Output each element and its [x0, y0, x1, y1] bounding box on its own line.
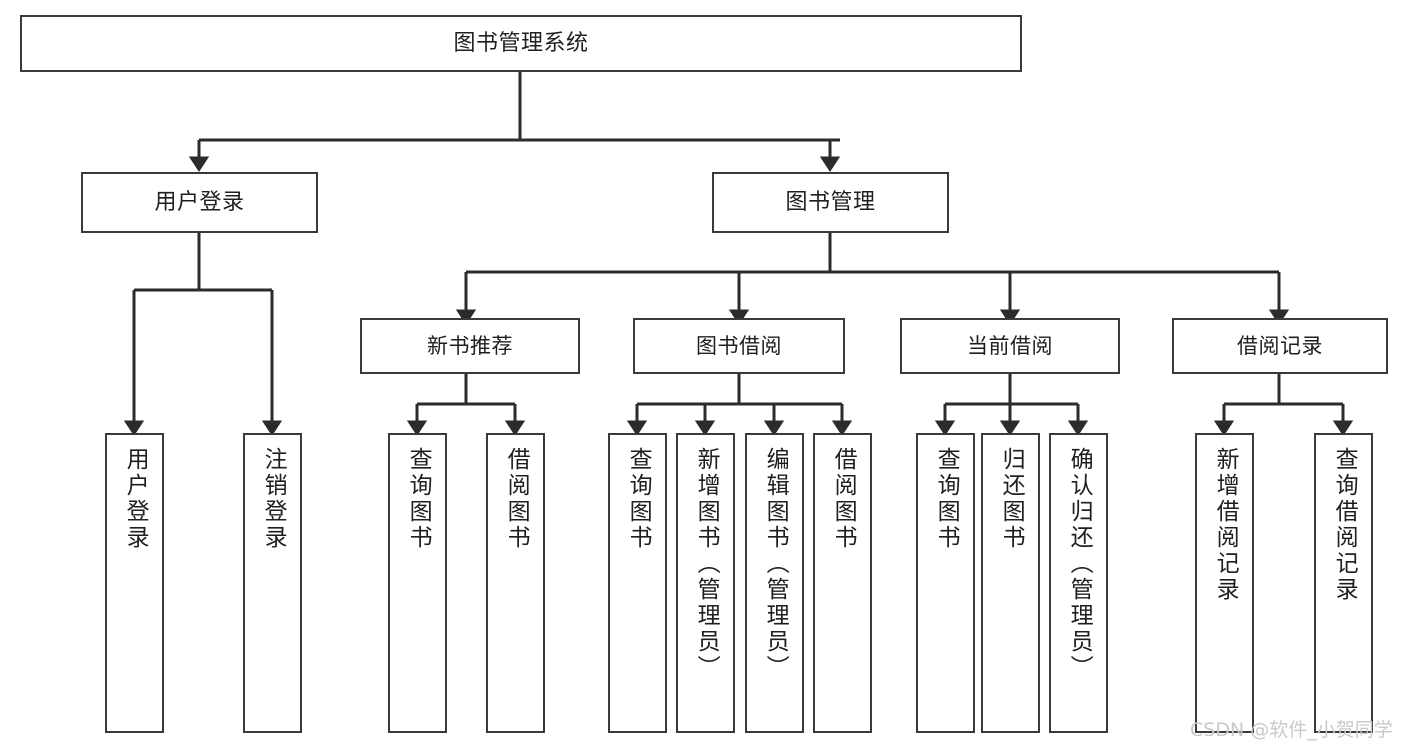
node-label: 借阅记录	[1237, 333, 1323, 358]
node-label: 查询图书	[933, 447, 960, 551]
node-label: 查询图书	[625, 447, 652, 551]
node-leaf-return-book[interactable]: 归还图书	[981, 433, 1040, 733]
node-label: 查询图书	[405, 447, 432, 551]
node-label: 用户登录	[122, 447, 149, 551]
node-borrow-record[interactable]: 借阅记录	[1172, 318, 1388, 374]
node-leaf-query-book-recommend[interactable]: 查询图书	[388, 433, 447, 733]
node-current-borrow[interactable]: 当前借阅	[900, 318, 1120, 374]
node-label: 图书管理系统	[453, 30, 589, 56]
node-leaf-user-login[interactable]: 用户登录	[105, 433, 164, 733]
node-book-management[interactable]: 图书管理	[712, 172, 949, 233]
node-leaf-borrow-book[interactable]: 借阅图书	[813, 433, 872, 733]
node-leaf-add-borrow-record[interactable]: 新增借阅记录	[1195, 433, 1254, 733]
node-leaf-add-book[interactable]: 新增图书（管理员）	[676, 433, 735, 733]
node-label: 确认归还（管理员）	[1066, 447, 1093, 681]
node-label: 新增借阅记录	[1212, 447, 1239, 603]
node-root-book-management-system[interactable]: 图书管理系统	[20, 15, 1022, 72]
csdn-watermark: CSDN @软件_小贺同学	[1190, 719, 1393, 741]
node-leaf-borrow-book-recommend[interactable]: 借阅图书	[486, 433, 545, 733]
node-leaf-query-borrow-record[interactable]: 查询借阅记录	[1314, 433, 1373, 733]
node-label: 借阅图书	[503, 447, 530, 551]
node-label: 用户登录	[154, 189, 245, 215]
node-book-borrow[interactable]: 图书借阅	[633, 318, 845, 374]
node-label: 编辑图书（管理员）	[762, 447, 789, 681]
node-label: 查询借阅记录	[1331, 447, 1358, 603]
node-leaf-edit-book[interactable]: 编辑图书（管理员）	[745, 433, 804, 733]
node-label: 新增图书（管理员）	[693, 447, 720, 681]
node-leaf-query-book-borrow[interactable]: 查询图书	[608, 433, 667, 733]
node-label: 归还图书	[998, 447, 1025, 551]
node-label: 注销登录	[260, 447, 287, 551]
node-label: 借阅图书	[830, 447, 857, 551]
node-leaf-logout-login[interactable]: 注销登录	[243, 433, 302, 733]
node-label: 新书推荐	[427, 333, 513, 358]
node-new-book-recommend[interactable]: 新书推荐	[360, 318, 580, 374]
node-label: 图书管理	[785, 189, 876, 215]
node-label: 当前借阅	[967, 333, 1053, 358]
node-leaf-query-book-current[interactable]: 查询图书	[916, 433, 975, 733]
node-user-login[interactable]: 用户登录	[81, 172, 318, 233]
node-label: 图书借阅	[696, 333, 782, 358]
node-leaf-confirm-return[interactable]: 确认归还（管理员）	[1049, 433, 1108, 733]
